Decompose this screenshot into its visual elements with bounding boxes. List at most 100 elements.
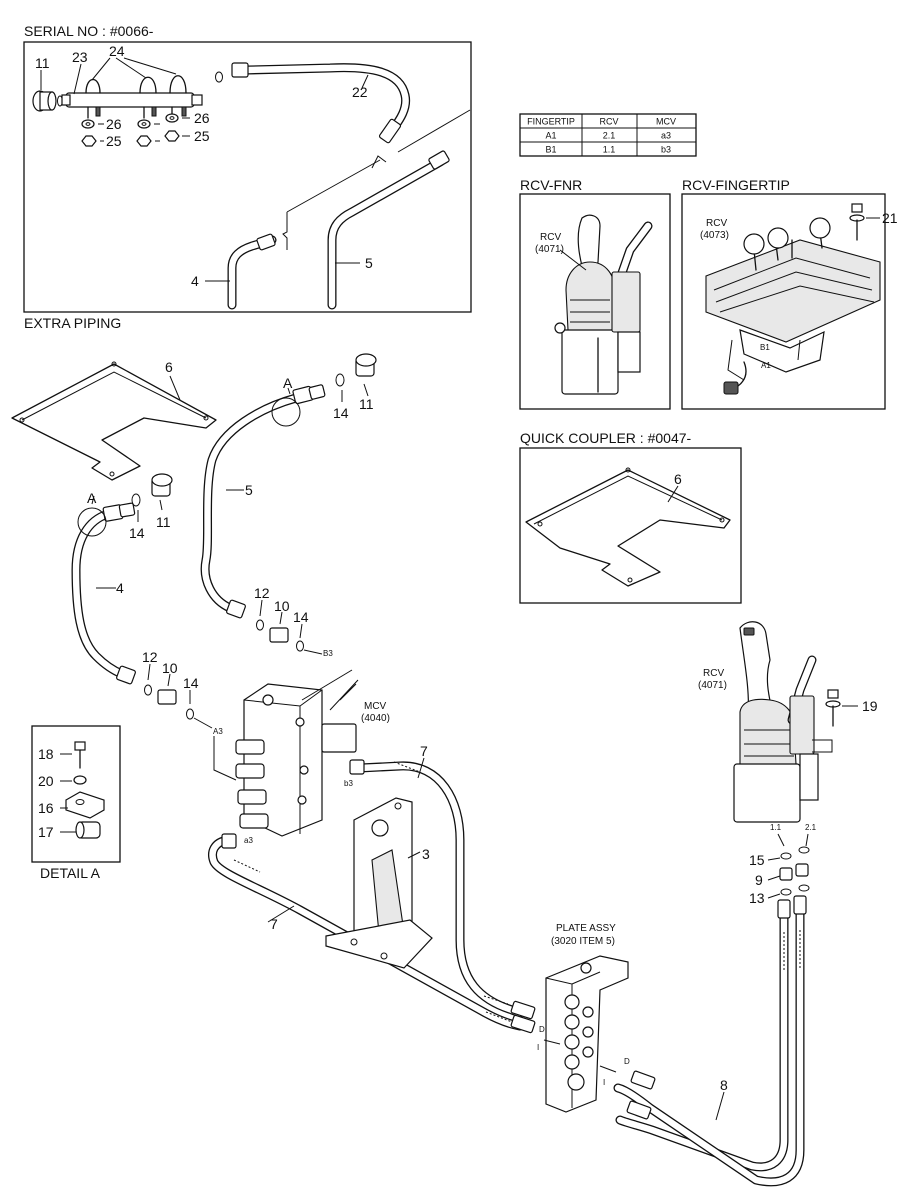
callout-a-lower: A bbox=[87, 490, 97, 506]
port-label-b1: B1 bbox=[760, 343, 770, 352]
port-label-d-upper: D bbox=[539, 1025, 545, 1034]
callout-25-right: 25 bbox=[194, 128, 210, 144]
rcv-main-code: (4071) bbox=[698, 680, 727, 691]
callout-23: 23 bbox=[72, 49, 88, 65]
rcv-fingertip-header: RCV-FINGERTIP bbox=[682, 177, 790, 193]
callout-26-right: 26 bbox=[194, 110, 210, 126]
callout-18: 18 bbox=[38, 746, 54, 762]
port-label-d-lower: D bbox=[624, 1057, 630, 1066]
clamp-16 bbox=[65, 791, 105, 819]
o-ring-14-lower bbox=[131, 493, 141, 507]
callout-24: 24 bbox=[109, 43, 125, 59]
rcv-fnr-inset: RCV-FNR RCV (4071) bbox=[519, 177, 671, 410]
serial-no-header: SERIAL NO : #0066- bbox=[24, 23, 154, 39]
washer-20 bbox=[73, 775, 87, 785]
port-label-a3-upper: A3 bbox=[213, 727, 223, 736]
plate-assy-ref: (3020 ITEM 5) bbox=[551, 936, 615, 947]
nuts-25 bbox=[81, 130, 180, 147]
callout-25-left: 25 bbox=[106, 133, 122, 149]
quick-coupler-inset: QUICK COUPLER : #0047- 6 bbox=[519, 430, 742, 604]
extra-piping-header: EXTRA PIPING bbox=[24, 315, 121, 331]
o-ring-14-upper bbox=[335, 373, 345, 387]
table-cell: 2.1 bbox=[603, 131, 616, 141]
mcv-label: MCV bbox=[364, 701, 387, 712]
port-label-rcv-21: 2.1 bbox=[805, 823, 817, 832]
mcv-valve bbox=[213, 669, 359, 837]
quick-coupler-header: QUICK COUPLER : #0047- bbox=[520, 430, 692, 446]
callout-10-lower: 10 bbox=[162, 660, 178, 676]
plate-assy bbox=[545, 955, 629, 1113]
table-cell: 1.1 bbox=[603, 145, 616, 155]
callout-7-lower: 7 bbox=[270, 916, 278, 932]
hose-4 bbox=[71, 502, 136, 685]
table-cell: A1 bbox=[545, 131, 556, 141]
hose-7-lower bbox=[208, 833, 536, 1034]
callout-22: 22 bbox=[352, 84, 368, 100]
callout-16: 16 bbox=[38, 800, 54, 816]
mcv-code: (4040) bbox=[361, 713, 390, 724]
rcv-fingertip-code: (4073) bbox=[700, 230, 729, 241]
plate-assy-label: PLATE ASSY bbox=[556, 923, 616, 934]
callout-6-quick-coupler: 6 bbox=[674, 471, 682, 487]
callout-10-upper: 10 bbox=[274, 598, 290, 614]
table-cell: b3 bbox=[661, 145, 671, 155]
plug-11-lower bbox=[151, 473, 173, 497]
serial-no-frame bbox=[23, 41, 472, 313]
fitting-11-inset bbox=[32, 90, 63, 112]
callout-5-inset: 5 bbox=[365, 255, 373, 271]
bolt-18 bbox=[74, 741, 86, 769]
rcv-fingertip-label: RCV bbox=[706, 218, 727, 229]
manifold-23 bbox=[61, 75, 203, 119]
callout-21: 21 bbox=[882, 210, 898, 226]
fittings-15-9-13 bbox=[767, 846, 810, 899]
callout-11-upper: 11 bbox=[359, 396, 374, 412]
rcv-main-label: RCV bbox=[703, 668, 724, 679]
port-label-rcv-11: 1.1 bbox=[770, 823, 782, 832]
detail-a-inset: 18 20 16 17 bbox=[31, 725, 121, 863]
cover-plate-6: 6 bbox=[11, 359, 217, 481]
fittings-upper-b3 bbox=[256, 599, 323, 655]
bolt-19 bbox=[825, 689, 858, 727]
callout-4: 4 bbox=[116, 580, 124, 596]
callout-7-upper: 7 bbox=[420, 743, 428, 759]
port-table: FINGERTIP RCV MCV A1 2.1 a3 B1 1.1 b3 bbox=[519, 113, 697, 157]
callout-14-a3: 14 bbox=[183, 675, 199, 691]
serial-no-inset: SERIAL NO : #0066- bbox=[23, 23, 472, 313]
rcv-fnr-label: RCV bbox=[540, 232, 561, 243]
callout-19: 19 bbox=[862, 698, 878, 714]
port-label-b3-upper: B3 bbox=[323, 649, 333, 658]
callout-11-lower: 11 bbox=[156, 514, 171, 530]
callout-4-inset: 4 bbox=[191, 273, 199, 289]
callout-20: 20 bbox=[38, 773, 54, 789]
port-label-i-upper: I bbox=[537, 1043, 539, 1052]
hose-5-inset bbox=[327, 150, 450, 310]
rcv-fingertip-inset: RCV-FINGERTIP RCV (4073) 21 B1 A1 bbox=[681, 177, 898, 410]
callout-12-upper: 12 bbox=[254, 585, 270, 601]
rubber-17 bbox=[75, 821, 101, 839]
callout-5: 5 bbox=[245, 482, 253, 498]
washers-26 bbox=[81, 113, 179, 129]
callout-12-lower: 12 bbox=[142, 649, 158, 665]
hose-5 bbox=[200, 384, 326, 619]
table-header-mcv: MCV bbox=[656, 117, 676, 127]
hose-7-upper bbox=[349, 759, 536, 1020]
table-cell: a3 bbox=[661, 131, 671, 141]
callout-8: 8 bbox=[720, 1077, 728, 1093]
port-label-i-lower: I bbox=[603, 1078, 605, 1087]
rcv-fnr-code: (4071) bbox=[535, 244, 564, 255]
table-header-rcv: RCV bbox=[599, 117, 618, 127]
callout-14-upper: 14 bbox=[333, 405, 349, 421]
callout-a-upper: A bbox=[283, 375, 293, 391]
callout-14-lower: 14 bbox=[129, 525, 145, 541]
callout-15: 15 bbox=[749, 852, 765, 868]
fittings-lower-a3 bbox=[144, 663, 213, 729]
callout-14-b3: 14 bbox=[293, 609, 309, 625]
callout-13: 13 bbox=[749, 890, 765, 906]
bracket-3 bbox=[325, 797, 433, 969]
port-label-a1: A1 bbox=[761, 361, 771, 370]
port-label-a3: a3 bbox=[244, 836, 253, 845]
hose-4-inset bbox=[227, 233, 277, 310]
hose-22 bbox=[231, 62, 411, 144]
table-header-fingertip: FINGERTIP bbox=[527, 117, 575, 127]
